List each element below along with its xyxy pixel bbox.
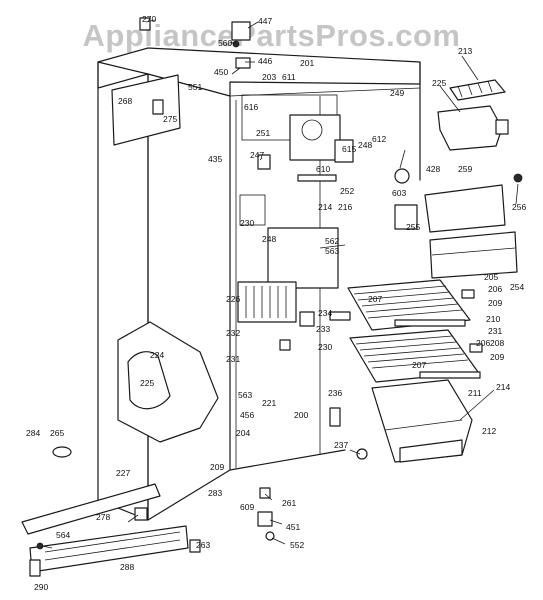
part-label-207: 207: [368, 294, 382, 304]
part-label-256: 256: [512, 202, 526, 212]
part-label-230: 230: [240, 218, 254, 228]
part-label-236: 236: [328, 388, 342, 398]
part-label-210: 210: [486, 314, 500, 324]
part-label-450: 450: [214, 67, 228, 77]
part-label-203: 203: [262, 72, 276, 82]
part-label-552: 552: [290, 540, 304, 550]
part-label-263: 263: [196, 540, 210, 550]
part-label-231: 231: [226, 354, 240, 364]
part-label-209: 209: [490, 352, 504, 362]
part-label-208: 208: [490, 338, 504, 348]
part-label-200: 200: [294, 410, 308, 420]
part-label-435: 435: [208, 154, 222, 164]
part-label-225: 225: [432, 78, 446, 88]
part-label-213: 213: [458, 46, 472, 56]
part-label-204: 204: [236, 428, 250, 438]
part-label-214: 214: [318, 202, 332, 212]
part-label-447: 447: [258, 16, 272, 26]
part-label-251: 251: [256, 128, 270, 138]
part-label-268: 268: [118, 96, 132, 106]
part-label-616: 616: [244, 102, 258, 112]
part-label-209: 209: [488, 298, 502, 308]
part-label-278: 278: [96, 512, 110, 522]
part-label-211: 211: [468, 388, 482, 398]
part-label-563: 563: [238, 390, 252, 400]
part-label-207: 207: [412, 360, 426, 370]
leader-lines: [41, 19, 519, 549]
part-label-603: 603: [392, 188, 406, 198]
part-label-275: 275: [163, 114, 177, 124]
part-label-231: 231: [488, 326, 502, 336]
part-label-451: 451: [286, 522, 300, 532]
small-parts: [36, 17, 523, 550]
part-label-233: 233: [316, 324, 330, 334]
bottom-grille: [21, 446, 201, 577]
part-label-615: 615: [342, 144, 356, 154]
part-label-563: 563: [325, 246, 339, 256]
left-tray: [117, 321, 219, 443]
part-label-206: 206: [488, 284, 502, 294]
part-label-225: 225: [140, 378, 154, 388]
part-label-564: 564: [56, 530, 70, 540]
part-label-551: 551: [188, 82, 202, 92]
part-label-284: 284: [26, 428, 40, 438]
part-label-230: 230: [318, 342, 332, 352]
wire-shelves: [347, 279, 481, 383]
part-label-610: 610: [316, 164, 330, 174]
part-label-206: 206: [476, 338, 490, 348]
door-shelves: [424, 184, 518, 279]
part-label-265: 265: [50, 428, 64, 438]
part-label-283: 283: [208, 488, 222, 498]
part-label-248: 248: [358, 140, 372, 150]
part-label-212: 212: [482, 426, 496, 436]
part-label-214: 214: [496, 382, 510, 392]
part-label-261: 261: [282, 498, 296, 508]
part-label-247: 247: [250, 150, 264, 160]
part-label-290: 290: [34, 582, 48, 592]
part-labels: 270 447 560 446 450 551 213 225 268 275 203 611 201 2…: [26, 14, 526, 592]
part-label-254: 254: [510, 282, 524, 292]
part-label-562: 562: [325, 236, 339, 246]
part-label-446: 446: [258, 56, 272, 66]
part-label-252: 252: [340, 186, 354, 196]
part-label-205: 205: [484, 272, 498, 282]
part-label-221: 221: [262, 398, 276, 408]
part-label-232: 232: [226, 328, 240, 338]
part-label-249: 249: [390, 88, 404, 98]
evaporator-coil: [237, 281, 297, 323]
part-label-428: 428: [426, 164, 440, 174]
part-label-611: 611: [282, 72, 296, 82]
part-label-612: 612: [372, 134, 386, 144]
part-label-216: 216: [338, 202, 352, 212]
part-label-226: 226: [226, 294, 240, 304]
part-label-237: 237: [334, 440, 348, 450]
part-label-248: 248: [262, 234, 276, 244]
part-label-456: 456: [240, 410, 254, 420]
part-label-234: 234: [318, 308, 332, 318]
part-label-259: 259: [458, 164, 472, 174]
part-label-209: 209: [210, 462, 224, 472]
part-label-201: 201: [300, 58, 314, 68]
part-label-288: 288: [120, 562, 134, 572]
part-label-255: 255: [406, 222, 420, 232]
ice-bin-assembly: [437, 79, 509, 151]
crisper-drawer: [371, 379, 473, 463]
part-label-270: 270: [142, 14, 156, 24]
part-label-560: 560: [218, 38, 232, 48]
part-label-227: 227: [116, 468, 130, 478]
part-label-224: 224: [150, 350, 164, 360]
part-label-609: 609: [240, 502, 254, 512]
cabinet-shell: [97, 47, 421, 521]
